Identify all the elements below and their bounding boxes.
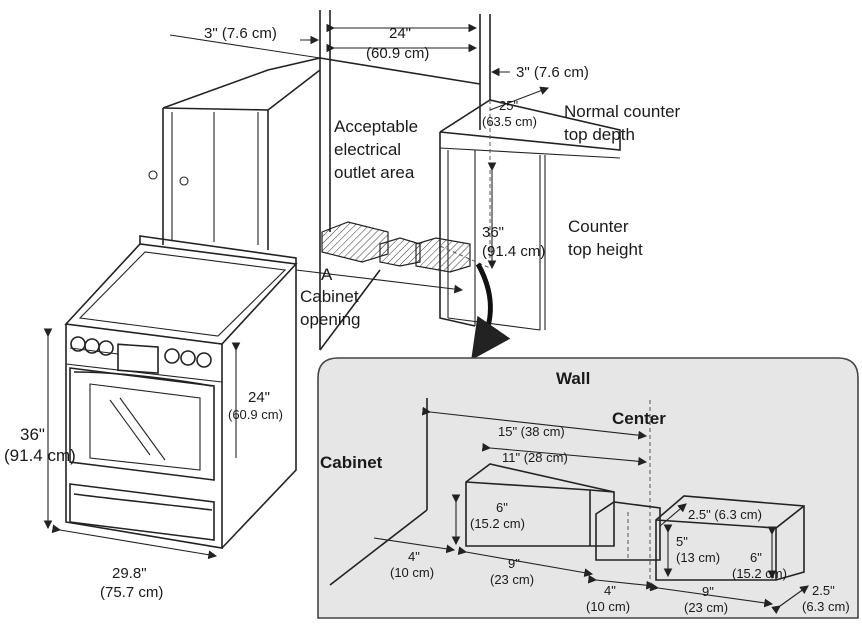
dim-11-label: 11" (28 cm) [502, 450, 568, 465]
lower-cabinet-right [439, 99, 621, 331]
wall-label: Wall [556, 369, 590, 388]
depth-cm-label: (63.5 cm) [482, 114, 537, 129]
dim-5-cm-label: (13 cm) [676, 550, 720, 565]
top-dimensions [43, 23, 550, 560]
center-label: Center [612, 409, 666, 428]
outlet-line-2: electrical [334, 140, 401, 159]
range-height-in-label: 36" [20, 425, 45, 444]
counter-depth-line-2: top depth [564, 125, 635, 144]
range-depth-in-label: 24" [248, 389, 270, 406]
dim-5-in-label: 5" [676, 534, 688, 549]
height-cm-label: (91.4 cm) [482, 243, 545, 260]
dim-6-cm-label: (15.2 cm) [470, 516, 525, 531]
left-gap-label: 3" (7.6 cm) [204, 25, 277, 42]
width-in-label: 24" [389, 25, 411, 42]
outlet-area [321, 221, 471, 273]
right-gap-label: 3" (7.6 cm) [516, 64, 589, 81]
range-depth-cm-label: (60.9 cm) [228, 407, 283, 422]
dim-25b-in-label: 2.5" [812, 583, 835, 598]
dim-4a-in-label: 4" [408, 549, 420, 564]
opening-a-label: A [321, 265, 333, 284]
range-width-in-label: 29.8" [112, 565, 147, 582]
depth-in-label: 25" [499, 98, 518, 113]
counter-height-line-1: Counter [568, 217, 629, 236]
dim-4b-in-label: 4" [604, 583, 616, 598]
detail-inset: Wall Center Cabinet 15" (38 cm) 11" (28 … [317, 357, 859, 619]
counter-height-line-2: top height [568, 240, 643, 259]
dim-4b-cm-label: (10 cm) [586, 599, 630, 614]
dim-25a-label: 2.5" (6.3 cm) [688, 507, 762, 522]
dim-6b-in-label: 6" [750, 550, 762, 565]
upper-cabinet-left [148, 56, 321, 250]
cabinet-label: Cabinet [320, 453, 383, 472]
dim-6-in-label: 6" [496, 500, 508, 515]
counter-depth-line-1: Normal counter [564, 102, 681, 121]
width-cm-label: (60.9 cm) [366, 45, 429, 62]
zoom-arrow [471, 262, 511, 361]
dim-9a-cm-label: (23 cm) [490, 572, 534, 587]
height-in-label: 36" [482, 224, 504, 241]
opening-line-1: Cabinet [300, 287, 359, 306]
opening-line-2: opening [300, 310, 361, 329]
dim-9b-cm-label: (23 cm) [684, 600, 728, 615]
range-width-cm-label: (75.7 cm) [100, 584, 163, 601]
dim-6b-cm-label: (15.2 cm) [732, 566, 787, 581]
dim-4a-cm-label: (10 cm) [390, 565, 434, 580]
dim-9a-in-label: 9" [508, 556, 520, 571]
dim-15-label: 15" (38 cm) [498, 424, 565, 439]
range-height-cm-label: (91.4 cm) [4, 446, 76, 465]
outlet-line-1: Acceptable [334, 117, 418, 136]
dim-25b-cm-label: (6.3 cm) [802, 599, 850, 614]
outlet-line-3: outlet area [334, 163, 415, 182]
dim-9b-in-label: 9" [702, 584, 714, 599]
